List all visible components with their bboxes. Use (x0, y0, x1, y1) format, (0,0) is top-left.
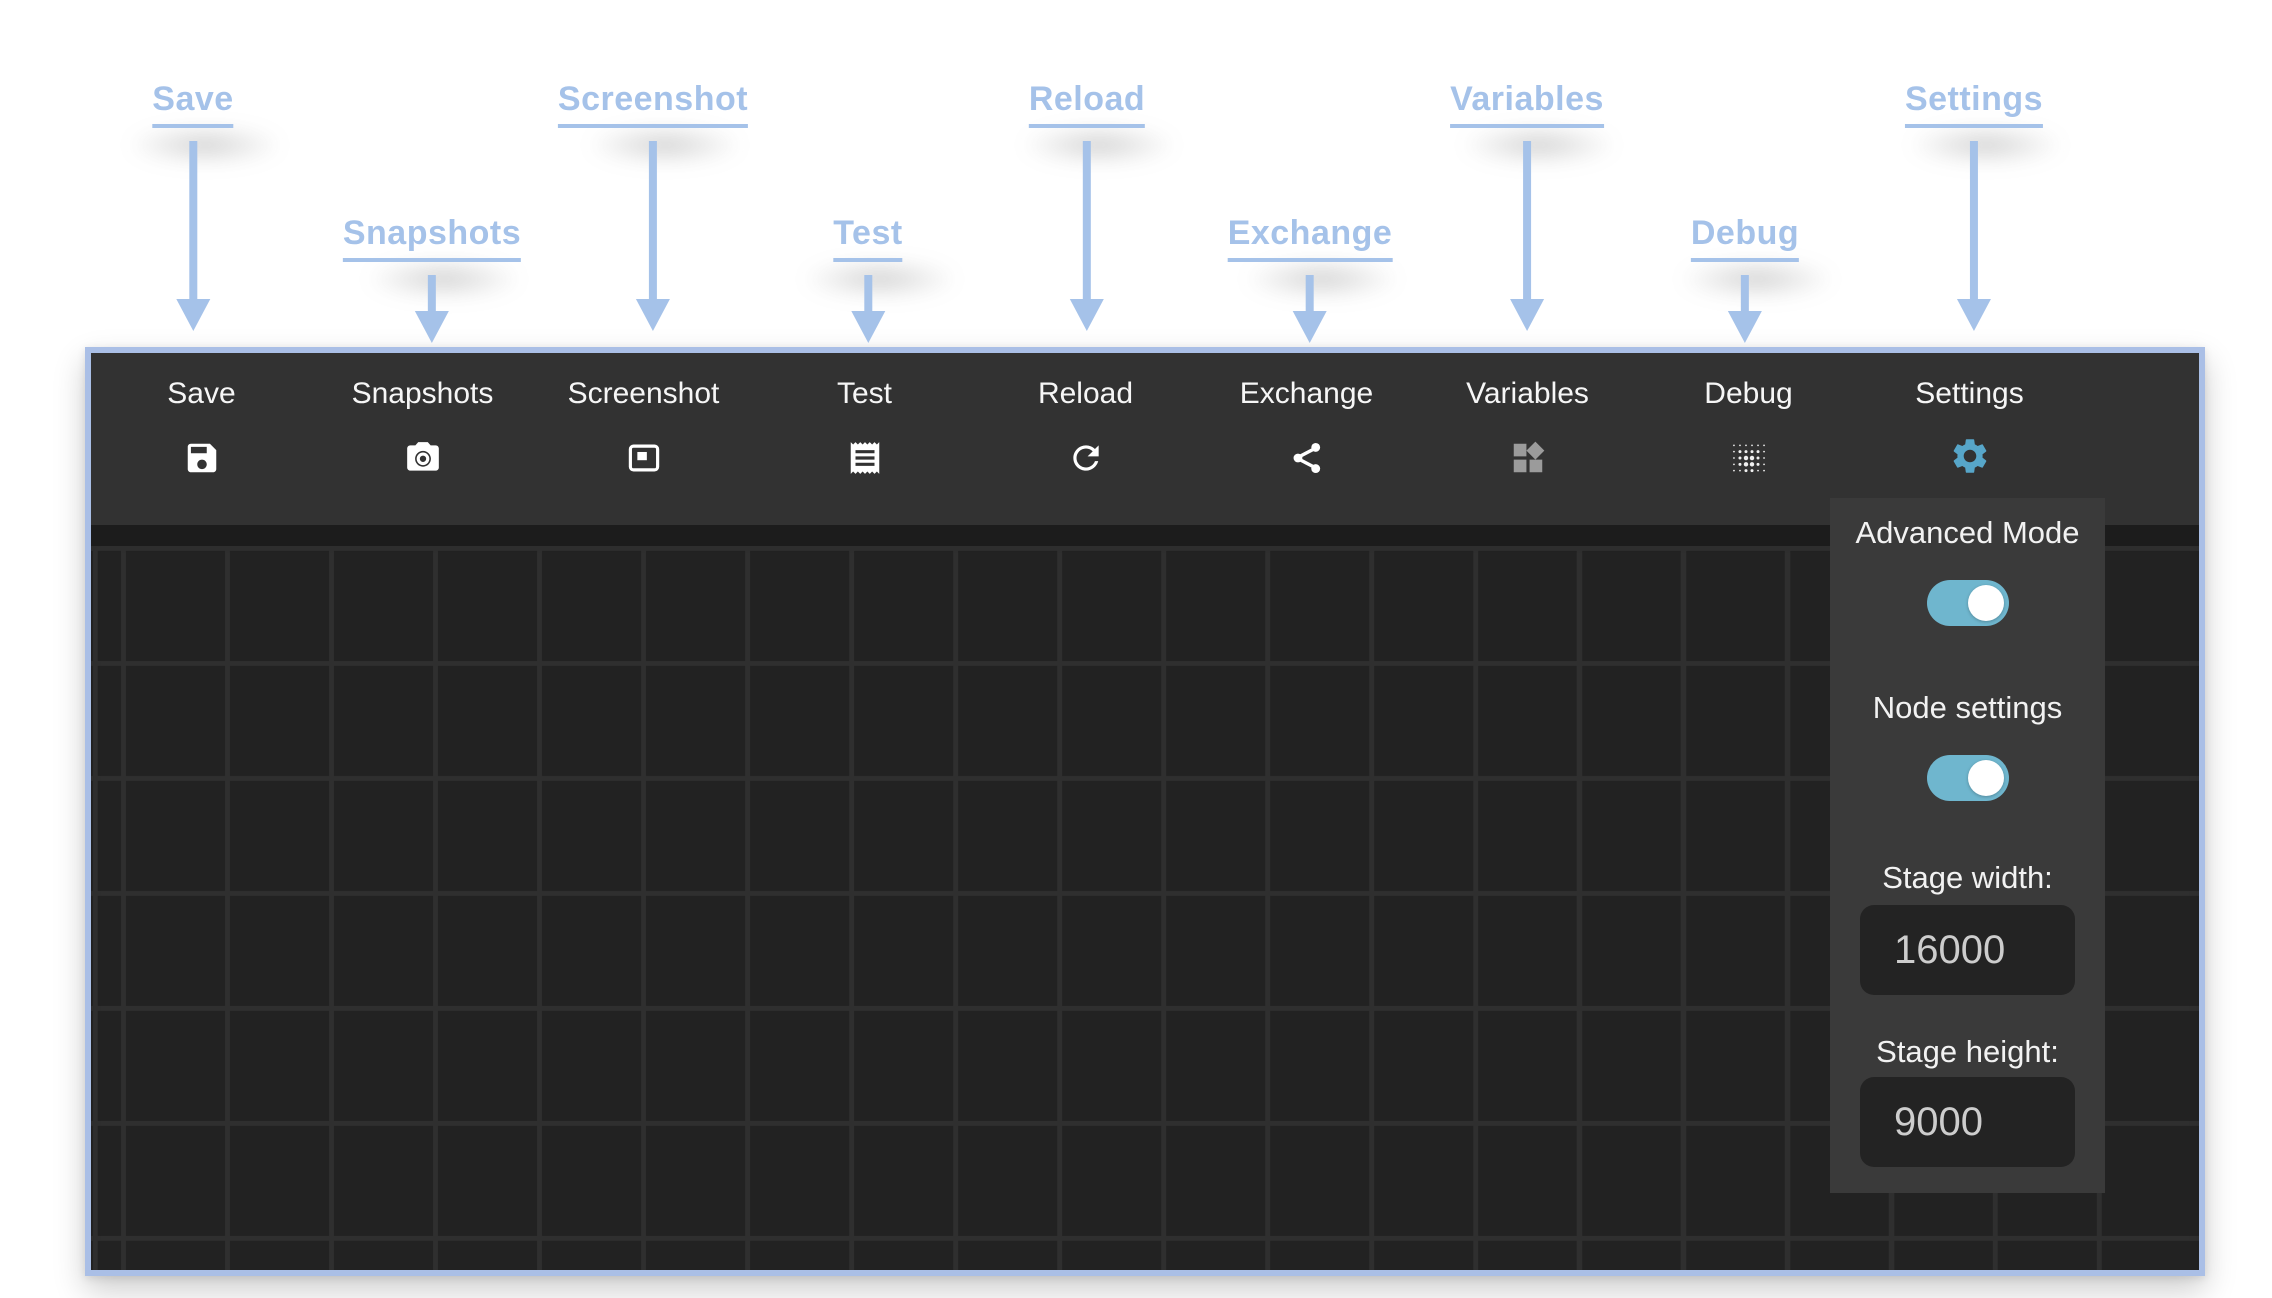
toolbar-item-variables[interactable]: Variables (1417, 353, 1638, 525)
node-settings-label: Node settings (1872, 690, 2063, 725)
reload-icon (1067, 439, 1105, 477)
annotation-label: Reload (1028, 80, 1146, 128)
arrow-down-icon (1069, 299, 1104, 331)
annotation-screenshot: Screenshot (557, 80, 749, 331)
toolbar-item-label: Debug (1704, 377, 1793, 410)
arrow-down-icon (415, 311, 449, 343)
annotation-arrow (189, 141, 197, 299)
toolbar-item-label: Save (167, 377, 236, 410)
toolbar-item-label: Screenshot (567, 377, 720, 410)
arrow-down-icon (636, 299, 670, 331)
stage-width-input[interactable] (1860, 905, 2075, 995)
annotation-label: Exchange (1227, 214, 1393, 262)
toolbar-item-label: Test (836, 377, 893, 410)
toolbar-item-settings[interactable]: Settings (1859, 353, 2080, 525)
annotation-save: Save (152, 80, 234, 331)
annotation-arrow (649, 141, 657, 299)
toggle-knob (1967, 585, 2004, 621)
annotation-settings: Settings (1904, 80, 2044, 331)
toolbar-item-save[interactable]: Save (91, 353, 312, 525)
toolbar-item-debug[interactable]: Debug (1638, 353, 1859, 525)
toolbar: Save Snapshots Screenshot Test Reload (91, 353, 2199, 525)
annotation-arrow (1970, 141, 1978, 299)
toolbar-item-screenshot[interactable]: Screenshot (533, 353, 754, 525)
annotation-label: Save (152, 80, 234, 128)
toggle-knob (1967, 760, 2004, 796)
toolbar-item-label: Settings (1915, 377, 2024, 410)
annotation-label: Variables (1450, 80, 1604, 128)
annotation-label: Snapshots (342, 214, 522, 262)
node-settings-toggle[interactable] (1926, 755, 2009, 801)
annotation-arrow (428, 275, 436, 311)
stage-height-input[interactable] (1860, 1077, 2075, 1167)
annotation-label: Settings (1904, 80, 2044, 128)
screenshot-icon (625, 439, 663, 477)
toolbar-item-label: Variables (1466, 377, 1589, 410)
advanced-mode-toggle[interactable] (1926, 580, 2009, 626)
toolbar-item-snapshots[interactable]: Snapshots (312, 353, 533, 525)
stage-width-label: Stage width: (1882, 860, 2053, 895)
gear-icon (1949, 435, 1991, 477)
toolbar-item-reload[interactable]: Reload (975, 353, 1196, 525)
arrow-down-icon (176, 299, 210, 331)
annotation-debug: Debug (1690, 214, 1800, 343)
toolbar-item-label: Exchange (1239, 377, 1374, 410)
arrow-down-icon (1293, 311, 1327, 343)
toolbar-item-test[interactable]: Test (754, 353, 975, 525)
arrow-down-icon (1728, 311, 1762, 343)
advanced-mode-label: Advanced Mode (1855, 515, 2080, 550)
stage-height-label: Stage height: (1876, 1034, 2059, 1069)
dot-grid-icon (1730, 439, 1768, 477)
annotation-test: Test (833, 214, 903, 343)
arrow-down-icon (1510, 299, 1544, 331)
arrow-down-icon (850, 311, 885, 343)
share-icon (1288, 439, 1326, 477)
annotation-arrow (1082, 141, 1091, 299)
annotation-exchange: Exchange (1227, 214, 1393, 343)
annotation-label: Debug (1690, 214, 1800, 262)
toolbar-item-label: Reload (1037, 377, 1134, 410)
arrow-down-icon (1957, 299, 1991, 331)
toolbar-item-exchange[interactable]: Exchange (1196, 353, 1417, 525)
annotation-label: Screenshot (557, 80, 749, 128)
annotation-arrow (1741, 275, 1749, 311)
annotation-arrow (1523, 141, 1531, 299)
toolbar-item-label: Snapshots (351, 377, 494, 410)
camera-icon (404, 439, 442, 477)
annotation-reload: Reload (1028, 80, 1146, 331)
widgets-icon (1509, 439, 1547, 477)
annotation-arrow (1306, 275, 1314, 311)
settings-panel: Advanced Mode Node settings Stage width:… (1830, 498, 2105, 1193)
annotation-snapshots: Snapshots (342, 214, 522, 343)
receipt-icon (846, 439, 884, 477)
save-icon (183, 439, 221, 477)
annotation-variables: Variables (1450, 80, 1604, 331)
annotation-label: Test (833, 214, 903, 262)
annotation-arrow (863, 275, 872, 311)
